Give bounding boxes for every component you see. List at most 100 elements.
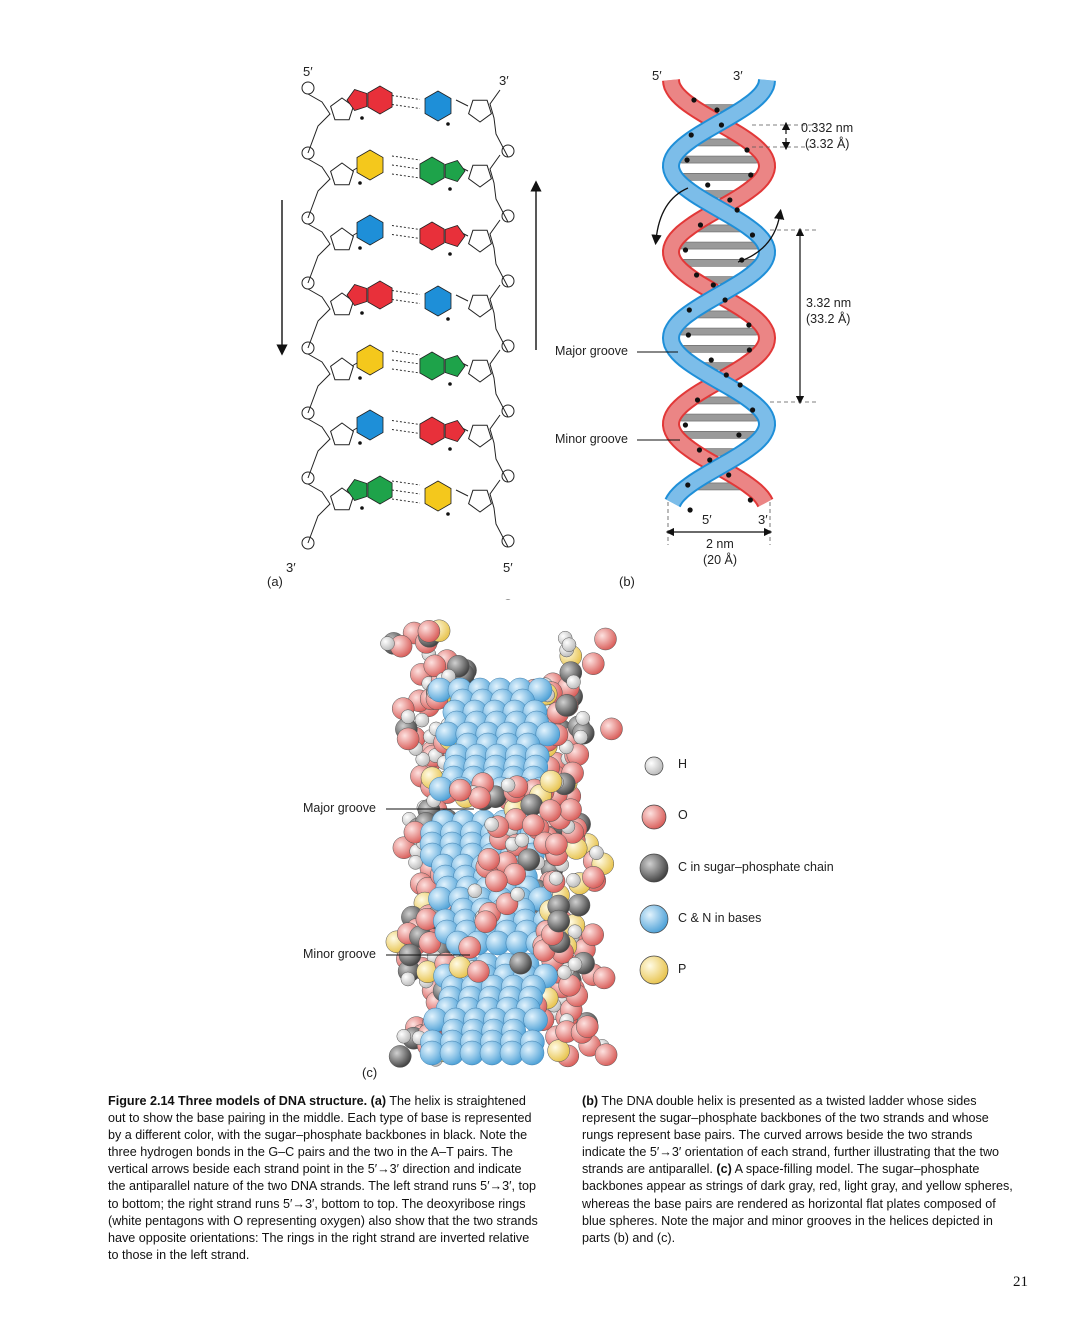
sugar-right [468, 489, 492, 513]
c-minor-groove-label: Minor groove [303, 947, 376, 961]
sugar-right [468, 99, 492, 123]
backbone-dot [688, 132, 694, 138]
oxygen-atom [418, 931, 442, 954]
legend-o-label: O [678, 808, 688, 822]
panel-c-label: (c) [362, 1065, 378, 1080]
atom-dot [446, 122, 450, 126]
atom-dot [358, 181, 362, 185]
width-value: 2 nm [706, 537, 734, 551]
sugar-left [330, 422, 354, 446]
backbone-dot [687, 507, 693, 513]
base-ring [444, 160, 466, 182]
hydrogen-atom [484, 817, 499, 832]
backbone-dot [685, 482, 691, 488]
backbone-dot [693, 272, 700, 278]
hydrogen-bond [391, 359, 421, 365]
oxygen-atom [477, 848, 501, 871]
oxygen-atom [417, 620, 441, 643]
hydrogen-atom [566, 873, 581, 888]
backbone-dot [705, 182, 711, 188]
caption-title: Figure 2.14 Three models of DNA structur… [108, 1094, 368, 1108]
oxygen-atom [559, 798, 582, 821]
backbone-dot [710, 282, 716, 288]
backbone-right-segment [489, 89, 509, 158]
hydrogen-atom [589, 845, 604, 860]
backbone-dot [708, 357, 714, 363]
hydrogen-atom [408, 855, 423, 870]
backbone-dot [714, 107, 720, 113]
ladder-diagram [276, 81, 542, 600]
base-ring [367, 280, 393, 310]
oxygen-atom [474, 910, 497, 933]
backbone-right-segment [489, 349, 509, 418]
hydrogen-atom [557, 965, 572, 980]
backbone-dot [749, 407, 756, 413]
atom-dot [358, 376, 362, 380]
a-bottom-right-end: 5′ [503, 560, 513, 575]
sugar-right [468, 359, 492, 383]
hydrogen-bond [391, 299, 421, 304]
b-minor-groove-label: Minor groove [555, 432, 628, 446]
carbon-atom [567, 893, 591, 917]
base-ring [346, 284, 368, 306]
a-top-right-end: 3′ [499, 73, 509, 88]
oxygen-atom [467, 960, 490, 983]
oxygen-atom [582, 866, 605, 889]
left-curved-arrow [651, 187, 689, 246]
backbone-right-segment [489, 414, 509, 483]
legend-o-sphere [641, 804, 667, 830]
b-top-right-end: 3′ [733, 68, 743, 83]
c-major-groove-label: Major groove [303, 801, 376, 815]
atom-dot [448, 187, 452, 191]
b-bottom-left-end: 5′ [702, 512, 712, 527]
oxygen-atom [545, 832, 568, 856]
base-ring [444, 225, 466, 247]
oxygen-atom [396, 727, 420, 751]
a-bottom-left-end: 3′ [286, 560, 296, 575]
backbone-right-segment [489, 219, 509, 288]
backbone-right-segment [489, 479, 509, 548]
base-ring [356, 409, 384, 441]
oxygen-atom [539, 799, 562, 822]
sugar-left [330, 162, 354, 186]
caption-left-column: Figure 2.14 Three models of DNA structur… [108, 1093, 540, 1264]
pitch-value: 3.32 nm [806, 296, 852, 310]
backbone-dot [737, 382, 743, 388]
b-bottom-right-end: 3′ [758, 512, 768, 527]
hydrogen-atom [567, 924, 583, 939]
legend-c-chain-label: C in sugar–phosphate chain [678, 860, 834, 874]
rise-angstrom: (3.32 Å) [805, 137, 850, 151]
sugar-right [468, 164, 492, 188]
hydrogen-bond [391, 429, 421, 434]
base-ring [346, 479, 368, 501]
backbone-left-segment [307, 288, 331, 349]
hydrogen-atom [566, 674, 581, 690]
legend-h-sphere [644, 756, 664, 776]
backbone-dot [684, 157, 690, 163]
carbon-atom [517, 848, 541, 871]
sugar-left [330, 227, 354, 251]
caption-a-tag: (a) [370, 1094, 387, 1108]
oxygen-atom [582, 652, 605, 675]
hydrogen-atom [396, 1029, 412, 1044]
hydrogen-bond [391, 350, 421, 356]
oxygen-atom [576, 1015, 599, 1038]
backbone-dot [744, 147, 750, 153]
hydrogen-bond [391, 155, 421, 161]
b-top-left-end: 5′ [652, 68, 662, 83]
atom-dot [360, 311, 364, 315]
oxygen-atom [594, 627, 617, 651]
right-curved-arrow [737, 208, 785, 263]
backbone-dot [726, 472, 732, 478]
base-atom [535, 721, 561, 747]
atom-dot [446, 512, 450, 516]
base-atom [523, 1007, 548, 1033]
backbone-dot [723, 372, 729, 378]
sugar-right [468, 294, 492, 318]
hydrogen-atom [561, 637, 577, 652]
backbone-dot [747, 497, 753, 503]
hydrogen-bond [391, 173, 421, 179]
caption-b-tag: (b) [582, 1094, 599, 1108]
backbone-dot [746, 347, 753, 353]
blue-strand-highlight [663, 79, 775, 507]
